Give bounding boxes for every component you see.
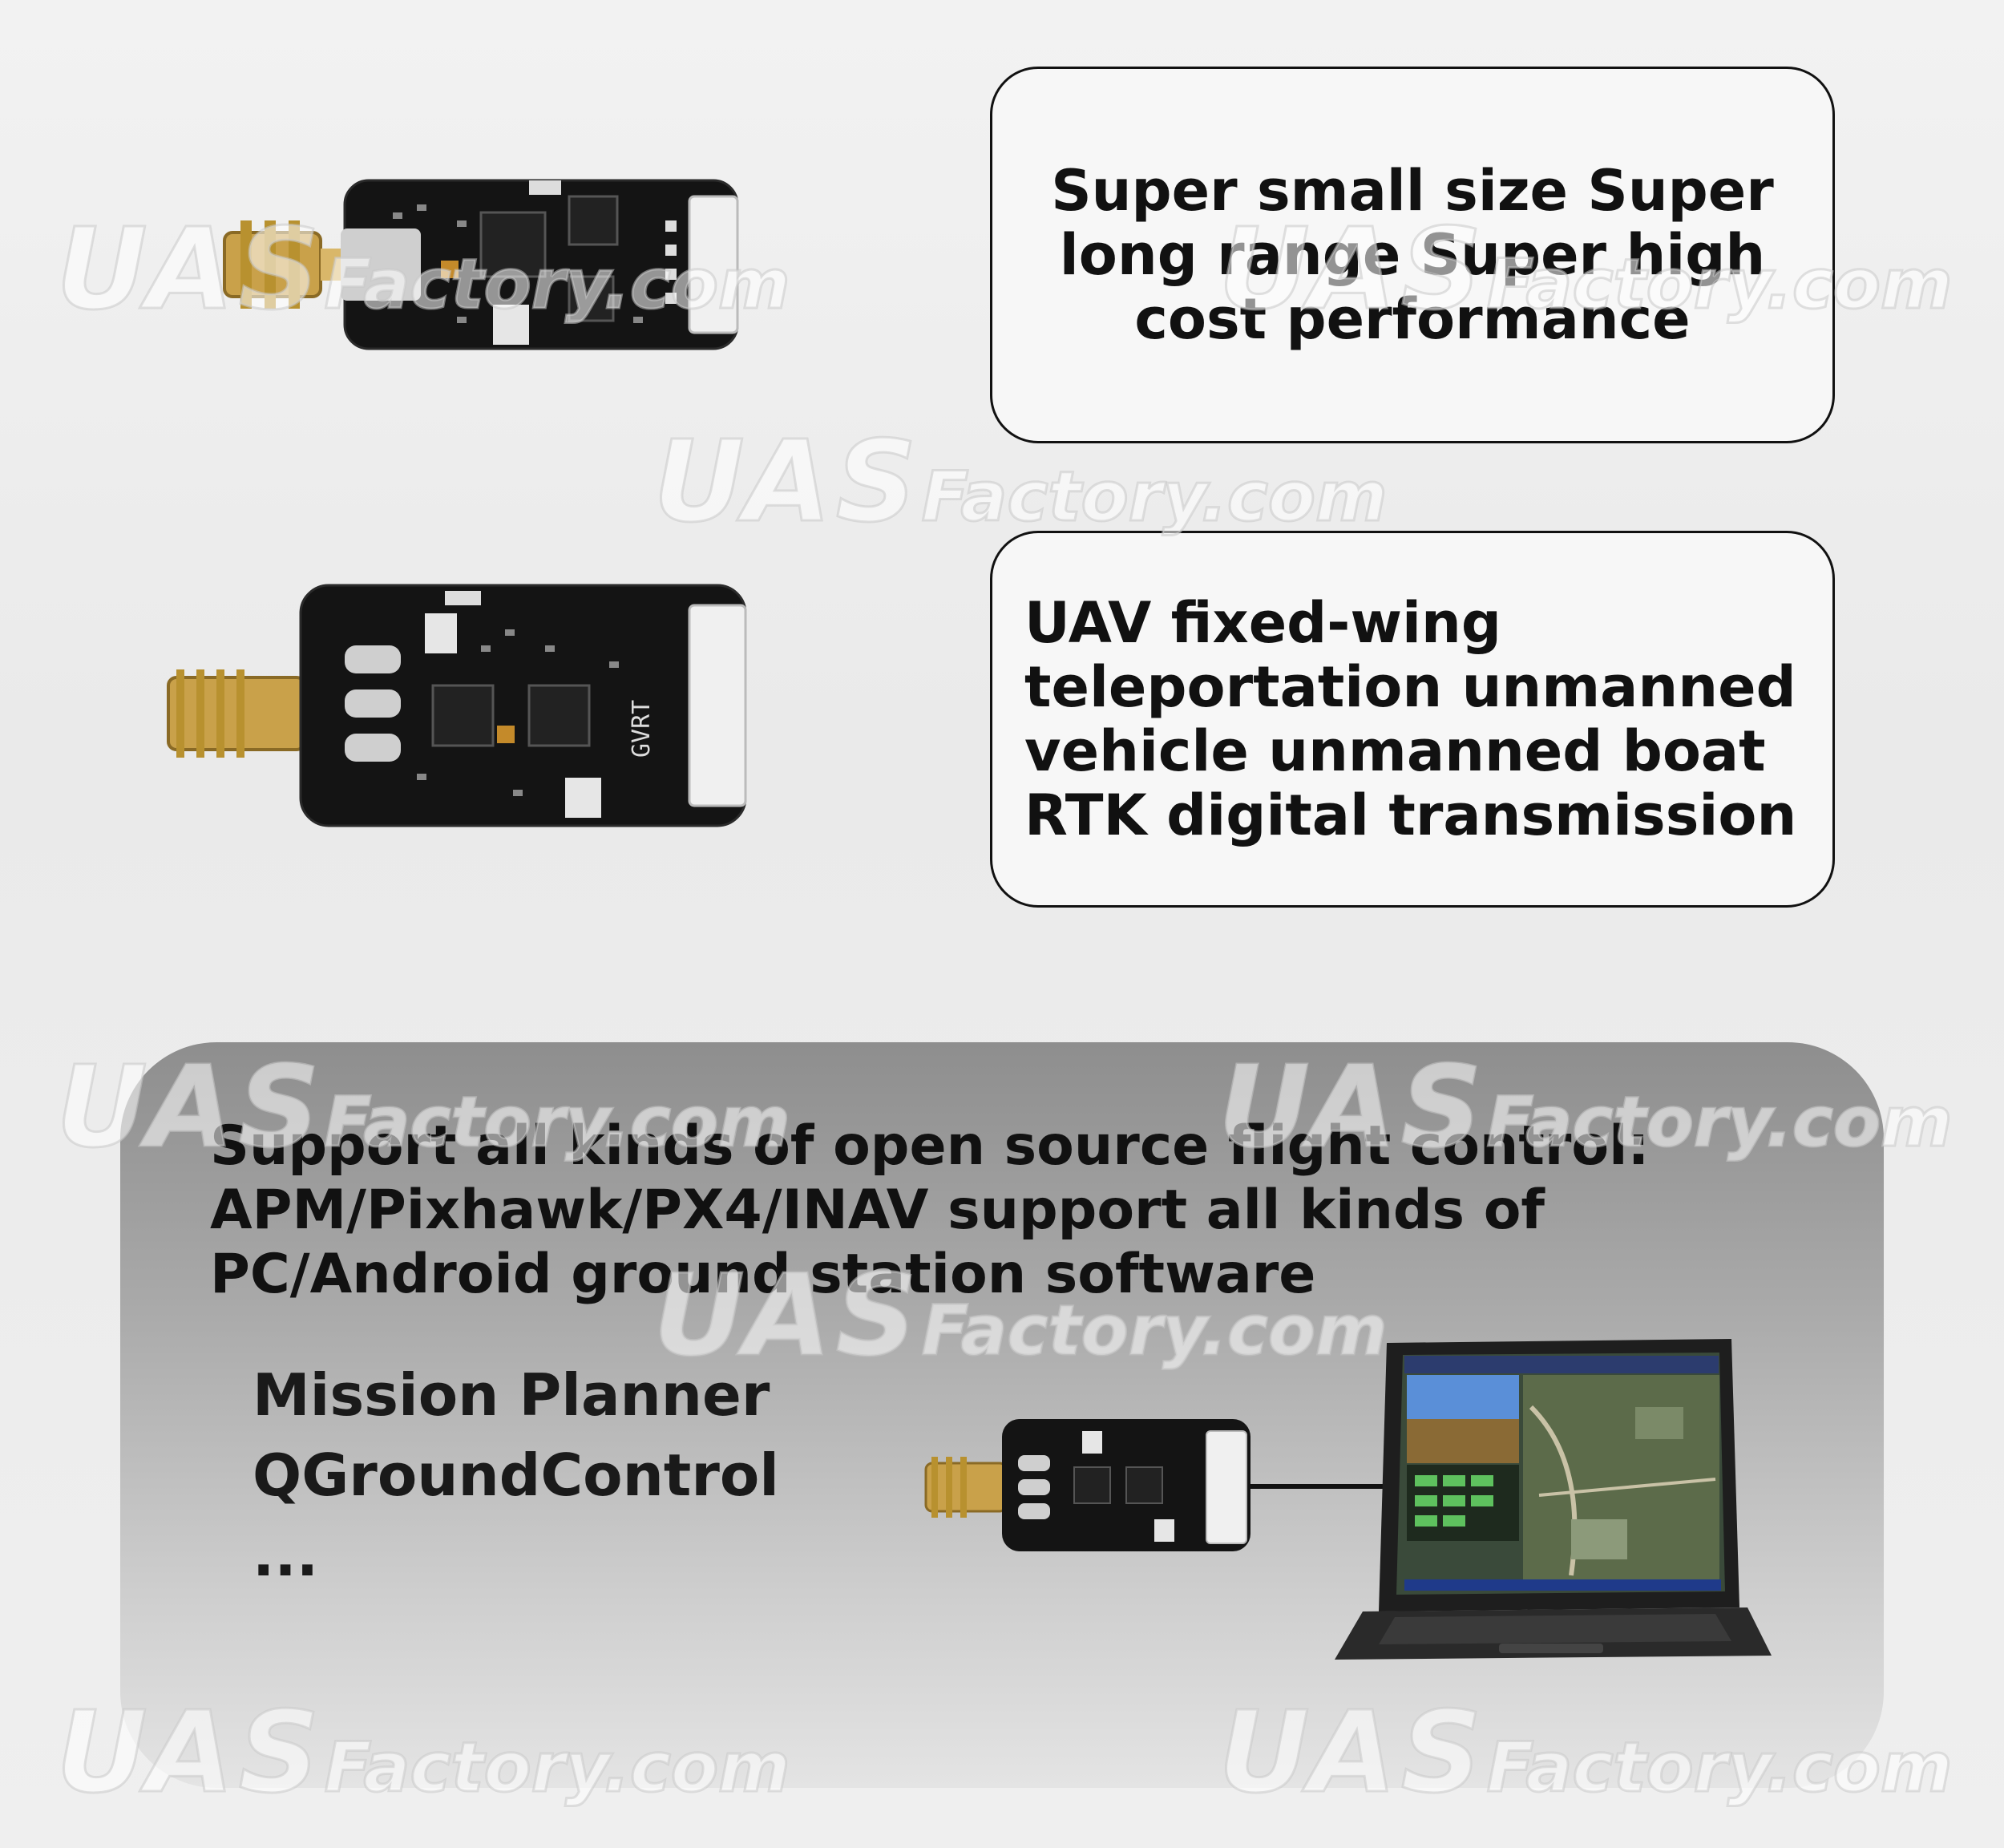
software-item: Mission Planner [253,1361,770,1429]
laptop-ground-station [1335,1339,1772,1660]
feature-text: UAV fixed-wing teleportation unmanned ve… [1024,590,1797,848]
software-item: QGroundControl [253,1442,779,1509]
feature-text: Super small size Super long range Super … [1051,158,1774,352]
radio-module-photo-connected [924,1419,1250,1551]
radio-module-photo-top [223,179,739,350]
board-silkscreen-label: GVRT [628,700,656,758]
software-item: ... [253,1522,319,1589]
connection-cable [1250,1484,1395,1489]
feature-box-applications: UAV fixed-wing teleportation unmanned ve… [990,531,1835,908]
ground-station-software-list: Mission Planner QGroundControl ... [253,1355,779,1595]
feature-box-size-range: Super small size Super long range Super … [990,67,1835,443]
support-heading: Support all kinds of open source flight … [210,1114,1650,1306]
radio-module-photo-middle: GVRT [167,584,747,827]
